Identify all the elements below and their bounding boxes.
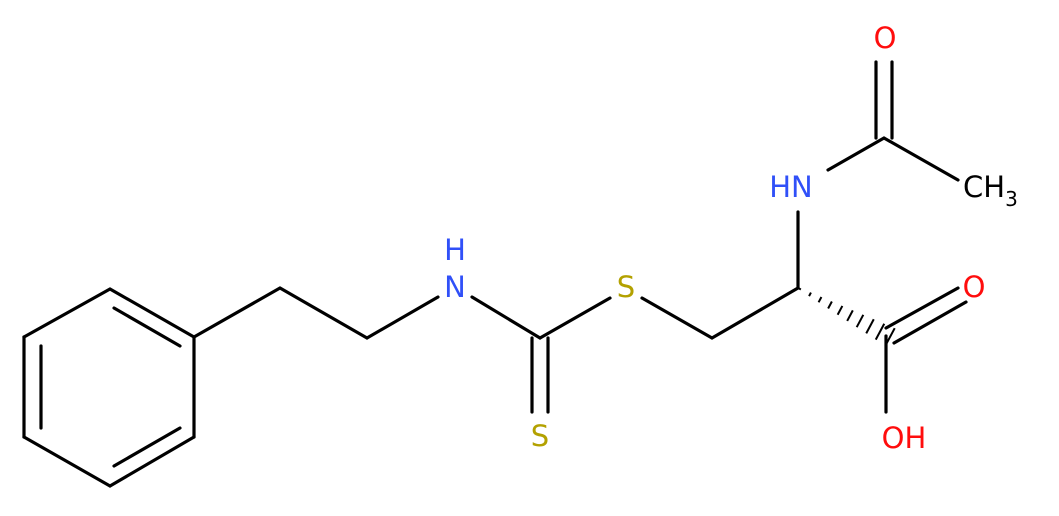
methyl-subscript: 3 [1005, 187, 1018, 211]
methyl-label: CH3 [963, 170, 1018, 211]
bond-acid-c-o-a [884, 286, 960, 330]
bond-nh-carbonyl [826, 136, 886, 172]
bond-ring-4 [22, 435, 112, 488]
acetyl-oxygen-label: O [874, 21, 897, 55]
hash-segment [817, 296, 823, 303]
bond-ch2-calpha [710, 286, 800, 340]
hash-segment [827, 300, 833, 310]
acid-hydroxyl-label: OH [882, 421, 927, 455]
thione-sulfur-label: S [531, 419, 549, 453]
hash-segment [836, 305, 844, 316]
hash-segment [874, 323, 886, 341]
hash-segment [798, 287, 802, 291]
hash-segment [855, 314, 865, 328]
hash-segment [884, 327, 896, 347]
bond-ring-1-inner [112, 306, 182, 348]
bond-ch2-ch2 [278, 286, 369, 340]
bond-ring-1 [108, 287, 196, 339]
thioether-sulfur-label: S [617, 270, 635, 304]
bond-ch2-n [365, 295, 440, 340]
bond-s-ch2 [640, 296, 714, 340]
bond-ring-6 [22, 287, 112, 339]
stereo-hash-bond [798, 287, 896, 347]
hash-segment [846, 309, 854, 322]
hash-segment [865, 318, 875, 334]
bond-acid-c-o-b [892, 300, 968, 345]
amide-nh-label: HN [769, 170, 813, 204]
methyl-h-label: H [983, 170, 1005, 204]
bond-c-s-thioether [538, 296, 612, 340]
atom-labels: O HN CH3 O OH S S H N [444, 21, 1018, 455]
thioamide-n-label: N [444, 270, 466, 304]
bond-n-c [470, 295, 542, 340]
bond-carbonyl-methyl [882, 136, 960, 182]
bonds [22, 60, 968, 488]
acid-carbonyl-oxygen-label: O [963, 270, 986, 304]
bond-ring-ch2 [192, 286, 282, 339]
hash-segment [808, 292, 812, 297]
thioamide-h-label: H [444, 233, 466, 267]
bond-ring-3 [108, 435, 196, 488]
bond-ring-3-inner [112, 426, 182, 468]
methyl-c-label: C [963, 170, 983, 204]
